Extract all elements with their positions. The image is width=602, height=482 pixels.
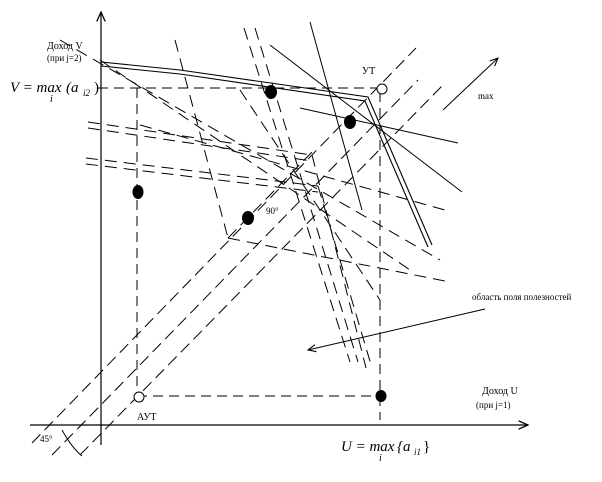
y-max-index: i xyxy=(50,94,53,105)
y-axis-subtitle: (при j=2) xyxy=(47,53,81,63)
x-max-sub: i1 xyxy=(414,447,421,457)
y-max-arg: (a xyxy=(66,80,79,96)
point-frontier-top xyxy=(265,85,277,99)
y-max-close: ) xyxy=(94,80,99,96)
y-max-formula: V = max i (a i2 ) xyxy=(10,80,99,105)
utility-region-arrow xyxy=(308,308,486,350)
tangent-lines xyxy=(269,21,463,211)
x-axis-title: Доход U xyxy=(482,386,518,397)
point-frontier-right xyxy=(344,115,356,129)
x-max-prefix: U = max xyxy=(341,439,395,455)
x-max-close: } xyxy=(423,439,430,455)
max-label: max xyxy=(478,91,494,101)
angle-45-arc xyxy=(61,429,83,457)
y-max-prefix: V = max xyxy=(10,80,62,96)
x-max-arg: {a xyxy=(397,439,411,455)
angle-45-label: 45° xyxy=(40,434,53,444)
point-bottom-right xyxy=(375,390,387,402)
x-max-index: i xyxy=(379,453,382,464)
point-ut xyxy=(376,83,388,95)
y-axis-title: Доход V xyxy=(47,41,83,52)
aut-label: АУТ xyxy=(137,412,157,423)
point-center-90 xyxy=(242,211,254,225)
point-left xyxy=(132,185,144,199)
reference-rectangle xyxy=(98,87,381,420)
ut-label: УТ xyxy=(362,66,375,77)
point-aut xyxy=(133,391,145,403)
max-direction-arrow xyxy=(442,58,498,111)
filled-points xyxy=(132,85,387,402)
y-max-sub: i2 xyxy=(83,88,91,98)
x-axis-subtitle: (при j=1) xyxy=(476,400,510,410)
utility-region-label: область поля полезностей xyxy=(472,292,572,302)
angle-90-label: 90° xyxy=(266,206,279,216)
level-lines xyxy=(59,27,451,369)
x-max-formula: U = max i {a i1 } xyxy=(341,439,430,464)
